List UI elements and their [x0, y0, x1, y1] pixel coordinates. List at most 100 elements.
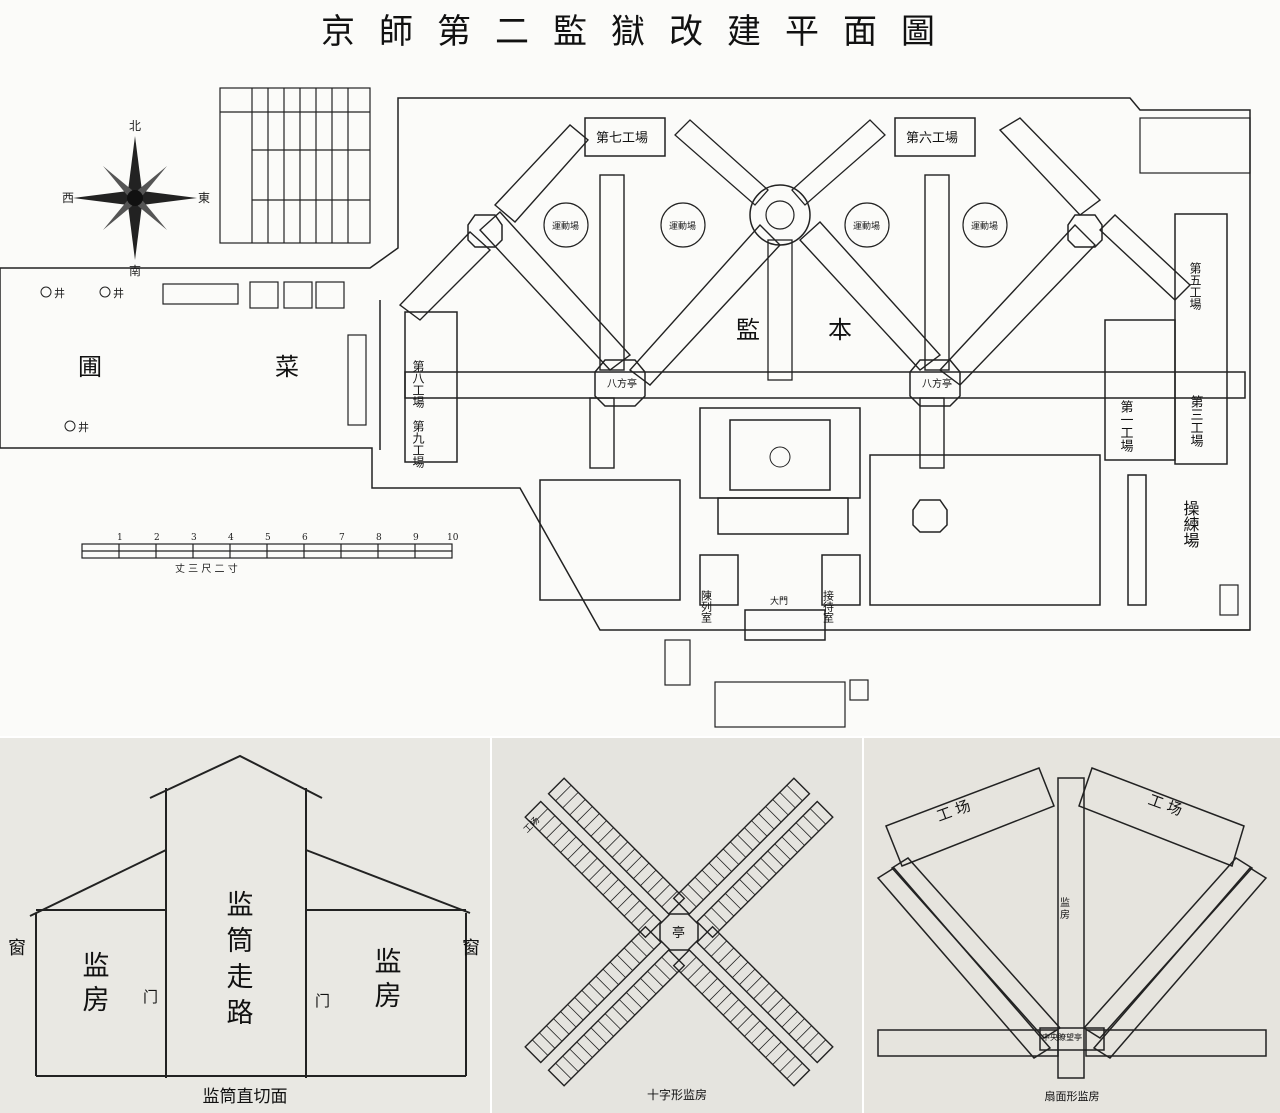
cell-divider	[802, 1032, 819, 1049]
cell-divider	[739, 879, 756, 896]
cell-divider	[597, 1020, 614, 1037]
cell-divider	[779, 792, 796, 809]
cell-divider	[786, 1062, 803, 1080]
cell-divider	[694, 970, 711, 988]
cell-divider	[774, 843, 791, 860]
cell-divider	[583, 813, 600, 830]
cell-divider	[581, 857, 598, 874]
cell-divider	[767, 997, 784, 1014]
cell-divider	[638, 933, 655, 950]
corridor-label: 监筒 走路	[226, 890, 254, 1029]
cell-right-label: 监房	[374, 947, 402, 1012]
prison-plan: 京師第二監獄改建平面圖 北 南 東 西	[0, 12, 1251, 728]
cell-divider	[753, 982, 770, 1000]
cell-divider	[809, 808, 827, 825]
svg-text:6: 6	[302, 533, 308, 543]
fan-cells-label: 监房	[1060, 898, 1070, 921]
svg-text:2: 2	[154, 533, 160, 543]
cell-divider	[795, 822, 812, 839]
cell-divider	[703, 914, 720, 931]
cell-divider	[647, 970, 664, 988]
cross-caption: 十字形监房	[646, 1088, 707, 1102]
cell-divider	[710, 940, 728, 957]
cell-divider	[640, 978, 657, 995]
cell-divider	[560, 836, 577, 853]
scale-bar	[81, 543, 453, 559]
display-room: 陳列室	[700, 590, 713, 623]
cell-divider	[781, 836, 798, 853]
cell-divider	[562, 792, 579, 809]
fan-caption: 扇面形监房	[1044, 1090, 1100, 1103]
cell-divider	[729, 1006, 747, 1023]
cell-divider	[661, 956, 678, 973]
cell-divider	[616, 954, 633, 971]
cell-divider	[623, 900, 641, 917]
svg-text:井: 井	[78, 420, 89, 434]
cell-divider	[531, 808, 549, 825]
cell-divider	[725, 954, 742, 971]
cell-divider	[680, 956, 697, 973]
cell-divider	[569, 799, 586, 816]
svg-text:1: 1	[117, 533, 123, 543]
garden-label-1: 圃	[78, 353, 102, 381]
plan-drawing: 北 南 東 西 圃 菜 井 井 井	[0, 87, 1251, 728]
cell-divider	[701, 869, 718, 886]
cell-divider	[595, 975, 612, 993]
cell-divider	[590, 820, 607, 837]
svg-text:運動場: 運動場	[971, 220, 998, 232]
compass-east: 東	[198, 191, 210, 205]
cell-divider	[569, 1048, 586, 1065]
compass-west: 西	[62, 191, 74, 205]
svg-text:3: 3	[191, 533, 197, 543]
cell-divider	[717, 900, 735, 917]
cell-divider	[758, 1034, 775, 1051]
cross-wing	[524, 800, 662, 939]
cell-divider	[555, 784, 572, 802]
workshop-9: 第九工場	[411, 420, 425, 469]
cell-divider	[555, 1062, 572, 1080]
cell-divider	[737, 834, 754, 851]
cell-divider	[553, 1018, 570, 1035]
cell-divider	[722, 999, 740, 1016]
cell-divider	[802, 815, 819, 832]
cell-divider	[553, 829, 570, 846]
cell-divider	[753, 864, 770, 882]
cell-divider	[567, 1004, 584, 1021]
workshop-6: 第六工場	[906, 131, 958, 146]
svg-text:5: 5	[265, 533, 271, 543]
cell-divider	[765, 806, 782, 823]
cell-divider	[772, 799, 789, 816]
compass-rose-icon	[73, 136, 197, 260]
exercise-yards	[543, 202, 1008, 248]
reception-room: 接待室	[822, 590, 835, 623]
cell-divider	[590, 1027, 607, 1044]
cross-wing	[672, 949, 811, 1087]
svg-text:運動場: 運動場	[669, 220, 696, 232]
cell-divider	[746, 975, 763, 993]
cell-divider	[786, 784, 803, 802]
cell-divider	[576, 806, 593, 823]
door-left-label: 门	[143, 988, 159, 1006]
cross-wing	[696, 800, 834, 939]
cell-divider	[725, 893, 742, 910]
cell-divider	[760, 857, 777, 874]
cell-divider	[539, 815, 556, 832]
cell-divider	[788, 1018, 805, 1035]
cell-divider	[574, 997, 591, 1014]
cell-divider	[546, 822, 563, 839]
cell-divider	[611, 1006, 629, 1023]
cell-divider	[562, 1055, 579, 1072]
door-right-label: 门	[315, 992, 331, 1010]
cell-divider	[809, 1039, 827, 1056]
cross-panel: 亭 工场 十字形监房	[492, 738, 862, 1113]
well-markers: 井 井 井	[40, 286, 124, 434]
cell-divider	[640, 869, 657, 886]
cell-divider	[715, 992, 732, 1009]
workshop-3: 第三工場	[1188, 395, 1204, 447]
cell-divider	[779, 1055, 796, 1072]
cell-divider	[694, 876, 711, 894]
section-drawing	[29, 754, 471, 1078]
cell-divider	[647, 876, 664, 894]
svg-text:10: 10	[447, 533, 459, 543]
cell-divider	[701, 978, 718, 995]
